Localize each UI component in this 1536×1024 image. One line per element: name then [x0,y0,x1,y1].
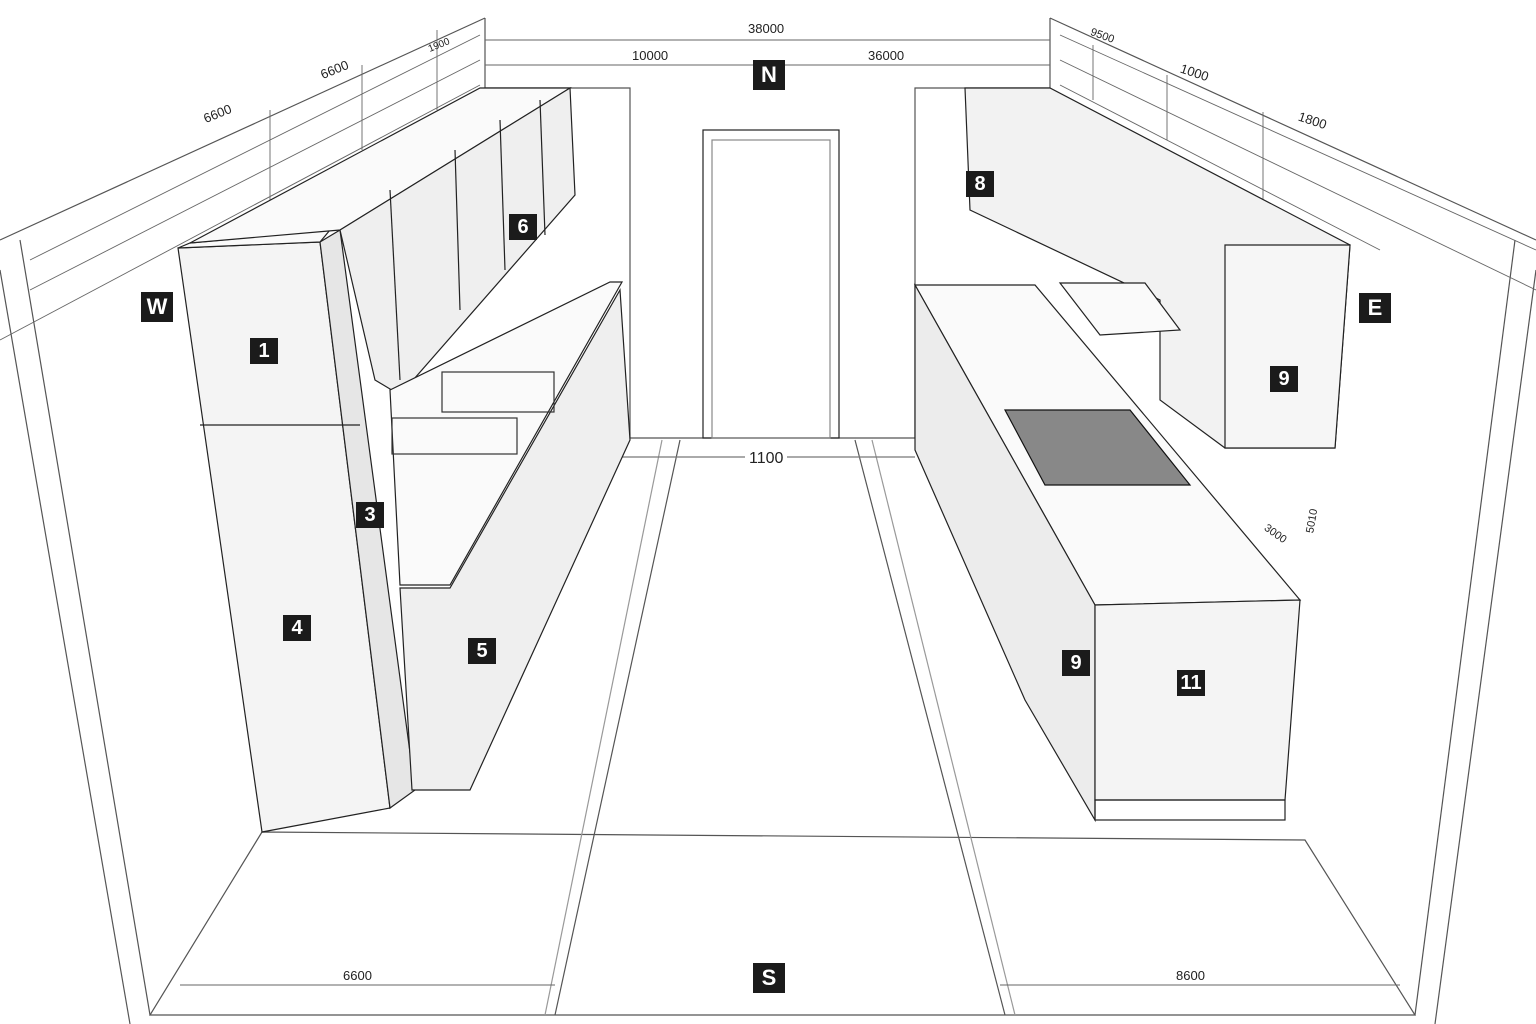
dimension-lines [0,30,1536,986]
cabinet-label-1: 1 [250,338,278,364]
dim-top-left: 10000 [632,48,669,63]
cabinet-label-6: 6 [509,214,537,240]
east-cabinets [913,87,1351,823]
dim-top-right: 36000 [868,48,905,63]
west-cabinets [177,86,631,833]
dim-bottom-right: 8600 [1176,968,1205,983]
door [702,129,840,439]
compass-south: S [753,963,785,993]
compass-west: W [141,292,173,322]
cabinet-label-9-lower: 9 [1062,650,1090,676]
cabinet-label-4: 4 [283,615,311,641]
dim-top-total: 38000 [748,21,785,36]
dim-aisle: 1100 [745,450,788,468]
cabinet-label-3: 3 [356,502,384,528]
cabinet-label-8: 8 [966,171,994,197]
dim-bottom-left: 6600 [343,968,372,983]
cabinet-label-5: 5 [468,638,496,664]
cabinet-label-9-upper: 9 [1270,366,1298,392]
compass-north: N [753,60,785,90]
compass-east: E [1359,293,1391,323]
cabinet-label-11: 11 [1177,670,1205,696]
